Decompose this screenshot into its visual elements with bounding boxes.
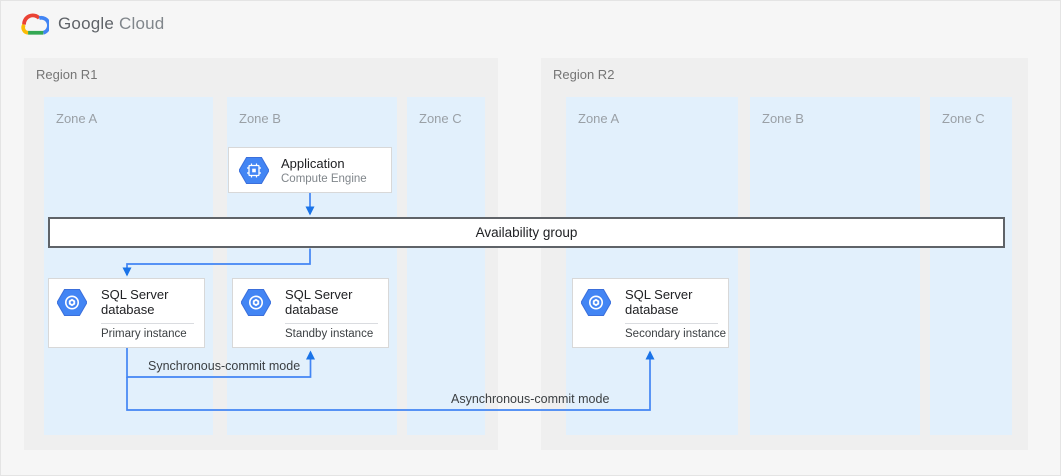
google-cloud-logo-icon (21, 13, 49, 35)
divider (101, 323, 194, 324)
application-node: Application Compute Engine (228, 147, 392, 193)
availability-group-label: Availability group (475, 225, 578, 240)
zone-label: Zone A (56, 111, 98, 126)
application-subtitle: Compute Engine (281, 173, 367, 185)
brand-cloud: Cloud (119, 13, 165, 33)
sql-primary-node: SQL Server database Primary instance (48, 278, 205, 348)
application-title: Application (281, 156, 345, 171)
zone-label: Zone C (419, 111, 462, 126)
compute-engine-hexagon-icon (239, 157, 269, 184)
sql-server-hexagon-icon (581, 289, 611, 316)
brand-google: Google (58, 13, 115, 33)
zone-label: Zone C (942, 111, 985, 126)
zone-label: Zone A (578, 111, 620, 126)
sql-secondary-node: SQL Server database Secondary instance (572, 278, 729, 348)
region-r2-zone-a: Zone A (566, 97, 738, 435)
region-r1-zone-a: Zone A (44, 97, 213, 435)
region-r2-label: Region R2 (553, 67, 615, 82)
sql-secondary-subtitle: Secondary instance (625, 328, 727, 340)
sql-standby-node: SQL Server database Standby instance (232, 278, 389, 348)
availability-group-bar: Availability group (48, 217, 1005, 248)
sql-secondary-title: SQL Server database (625, 287, 693, 317)
sql-standby-title: SQL Server database (285, 287, 353, 317)
async-commit-label: Asynchronous-commit mode (451, 392, 610, 406)
region-r1-zone-c: Zone C (407, 97, 485, 435)
sql-server-hexagon-icon (241, 289, 271, 316)
sync-commit-label: Synchronous-commit mode (148, 359, 301, 373)
sql-primary-subtitle: Primary instance (101, 328, 187, 340)
zone-label: Zone B (762, 111, 804, 126)
sql-primary-title: SQL Server database (101, 287, 169, 317)
sql-standby-subtitle: Standby instance (285, 328, 374, 340)
divider (285, 323, 378, 324)
sql-server-hexagon-icon (57, 289, 87, 316)
region-r2-zone-b: Zone B (750, 97, 920, 435)
zone-label: Zone B (239, 111, 281, 126)
region-r2-zone-c: Zone C (930, 97, 1012, 435)
divider (625, 323, 718, 324)
region-r1-label: Region R1 (36, 67, 98, 82)
